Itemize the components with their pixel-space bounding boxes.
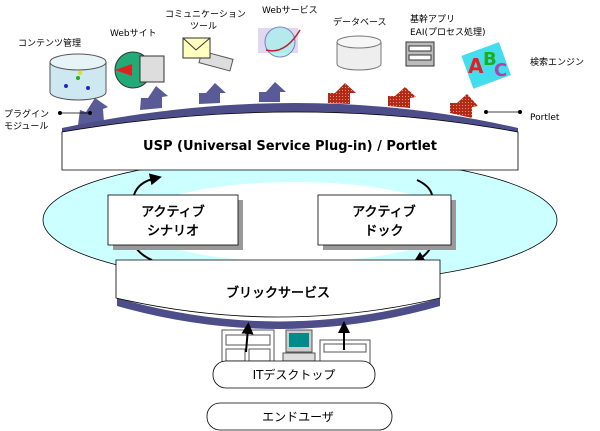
usp-label: USP (Universal Service Plug-in) / Portle… <box>143 139 437 154</box>
svg-text:B: B <box>483 49 497 70</box>
usp-box <box>61 111 519 171</box>
plugin-arrow <box>78 98 108 125</box>
desktop-widgets <box>221 321 371 366</box>
active-scenario-line1: アクティブ <box>141 204 205 220</box>
it-desktop-label: ITデスクトップ <box>253 367 336 382</box>
it-desktop-pill <box>212 360 376 389</box>
abc-search-icon: A B C <box>461 42 511 89</box>
brick-service-box <box>115 259 441 318</box>
portlet-arrow <box>328 83 356 104</box>
plugin-module-label-2: モジュール <box>4 122 48 132</box>
source-label-core-app-1: 基幹アプリ <box>410 13 455 25</box>
svg-text:A: A <box>468 54 484 78</box>
cycle-arrow <box>416 179 433 196</box>
plugin-arrows <box>78 82 478 125</box>
plugin-arrow <box>199 83 226 104</box>
web-service-globe-icon <box>258 26 301 58</box>
plugin-module-label-1: プラグイン <box>4 108 49 120</box>
active-dock-box <box>317 194 452 246</box>
portlet-arrow <box>450 94 478 118</box>
source-label-content-mgmt: コンテンツ管理 <box>18 37 81 49</box>
portlet-label: Portlet <box>530 113 560 123</box>
active-scenario-line2: シナリオ <box>147 224 199 239</box>
plugin-arrow <box>140 86 168 110</box>
mail-envelope-icon <box>182 37 234 72</box>
end-user-label: エンドユーザ <box>262 410 334 424</box>
source-label-comm-2: ツール <box>190 22 217 32</box>
computer-icon <box>282 329 316 362</box>
portlet-arrow <box>388 87 416 108</box>
source-label-web-service: Webサービス <box>262 5 318 16</box>
source-label-website: Webサイト <box>110 28 157 39</box>
globe-web-icon <box>114 51 165 89</box>
active-scenario-box <box>107 194 239 246</box>
cycle-arrow <box>133 173 162 196</box>
active-dock-line1: アクティブ <box>352 204 416 220</box>
plugin-arrow <box>259 82 286 102</box>
database-icon <box>336 35 382 71</box>
end-user-pill <box>206 402 393 431</box>
brick-arc <box>117 298 440 329</box>
source-label-search: 検索エンジン <box>530 56 584 68</box>
database-network-icon <box>49 53 107 101</box>
source-label-database: データベース <box>333 16 387 28</box>
source-label-core-app-2: EAI(プロセス処理) <box>410 26 486 38</box>
source-label-comm-1: コミュニケーション <box>165 9 246 20</box>
server-rack-icon <box>405 41 435 67</box>
active-dock-line2: ドック <box>364 224 403 239</box>
brick-service-label: ブリックサービス <box>226 285 330 301</box>
svg-text:C: C <box>494 60 507 81</box>
usp-arc <box>62 103 518 136</box>
